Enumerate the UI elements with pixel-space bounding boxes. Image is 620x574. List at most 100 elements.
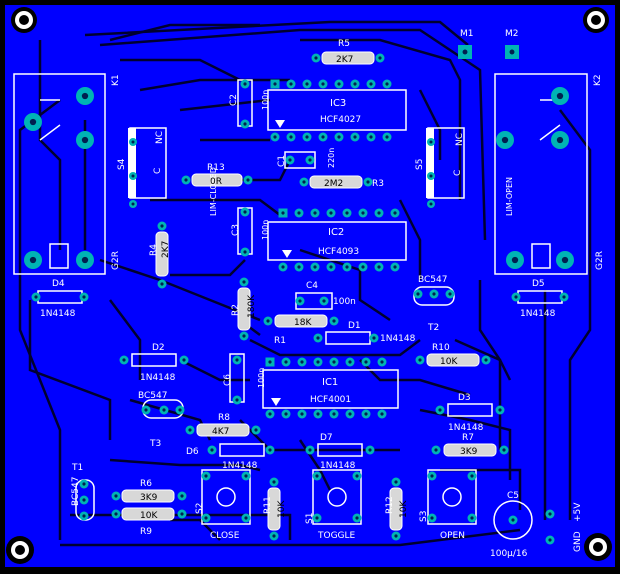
label-d2-value: 1N4148 xyxy=(140,373,176,383)
pad-hole xyxy=(162,408,166,412)
pad-hole xyxy=(321,135,325,139)
pad-hole xyxy=(322,299,326,303)
label-c2: C2 xyxy=(229,94,239,106)
label-open: OPEN xyxy=(440,531,465,541)
label-c5: C5 xyxy=(507,491,519,501)
pad-hole xyxy=(82,482,86,486)
pushbutton-s1 xyxy=(312,469,362,525)
pad-hole xyxy=(548,512,552,516)
pad-hole xyxy=(114,512,118,516)
pad-hole xyxy=(235,398,239,402)
pad-hole xyxy=(361,211,365,215)
pad-hole xyxy=(313,211,317,215)
pad-hole xyxy=(235,358,239,362)
pad-hole xyxy=(281,211,285,215)
label-r10-value: 10K xyxy=(440,357,458,367)
label-s1: S1 xyxy=(305,513,315,524)
pad-hole xyxy=(509,49,515,55)
label-d6: D6 xyxy=(186,447,199,457)
label-r5: R5 xyxy=(338,39,350,49)
pad-hole xyxy=(380,360,384,364)
pad-hole xyxy=(355,474,359,478)
pad-hole xyxy=(34,295,38,299)
pad-hole xyxy=(131,174,135,178)
pad-hole xyxy=(548,538,552,542)
pad-hole xyxy=(385,135,389,139)
label-c4-value: 100n xyxy=(333,297,356,307)
pad-hole xyxy=(429,174,433,178)
label-d3: D3 xyxy=(458,393,471,403)
pad-hole xyxy=(29,256,37,264)
label-r6: R6 xyxy=(140,479,152,489)
label-r3-value: 2M2 xyxy=(324,179,343,189)
label-lim-open: LIM-OPEN xyxy=(505,177,514,216)
pad-hole xyxy=(210,448,214,452)
pad-hole xyxy=(302,180,306,184)
pad-hole xyxy=(366,180,370,184)
pad-hole xyxy=(429,140,433,144)
pad-hole xyxy=(305,82,309,86)
pad-hole xyxy=(434,448,438,452)
label-ic1-value: HCF4001 xyxy=(310,395,351,405)
pad-hole xyxy=(561,256,569,264)
ic3-outline xyxy=(267,89,407,131)
pad-hole xyxy=(122,358,126,362)
pad-hole xyxy=(268,448,272,452)
pad-hole xyxy=(242,334,246,338)
ic1-outline xyxy=(262,369,399,409)
pad-hole xyxy=(243,210,247,214)
label-k2: K2 xyxy=(593,74,603,86)
label-g2r-k1: G2R xyxy=(111,251,121,270)
label-r2-value: 180K xyxy=(247,294,257,318)
pad-hole xyxy=(246,178,250,182)
pad-hole xyxy=(377,211,381,215)
label-c1-value: 220n xyxy=(327,148,336,168)
pad-hole xyxy=(243,250,247,254)
pad-hole xyxy=(131,140,135,144)
pad-hole xyxy=(82,295,86,299)
pad-hole xyxy=(144,408,148,412)
pad-hole xyxy=(348,412,352,416)
pad-hole xyxy=(353,135,357,139)
label-d1-value: 1N4148 xyxy=(380,334,416,344)
pad-hole xyxy=(289,135,293,139)
label-ic3: IC3 xyxy=(330,98,346,109)
label-d4-value: 1N4148 xyxy=(40,309,76,319)
pad-hole xyxy=(273,135,277,139)
label-r8-value: 4K7 xyxy=(212,427,229,437)
label-c3: C3 xyxy=(231,224,241,236)
label-r6-value: 3K9 xyxy=(140,493,158,503)
pad-hole xyxy=(332,360,336,364)
pad-hole xyxy=(289,82,293,86)
pad-hole xyxy=(418,358,422,362)
label-r12-value: 10K xyxy=(399,500,409,518)
pad-hole xyxy=(470,474,474,478)
pad-hole xyxy=(369,82,373,86)
label-s5: S5 xyxy=(415,159,425,170)
label-s4-nc: NC xyxy=(155,131,165,144)
pad-hole xyxy=(337,82,341,86)
pad-hole xyxy=(297,265,301,269)
pad-hole xyxy=(160,224,164,228)
silkscreen-labels: R5 2K7 M1 M2 K1 K2 C2 100n IC3 HCF4027 N… xyxy=(40,29,605,559)
label-d2: D2 xyxy=(152,343,165,353)
label-r9-value: 10K xyxy=(140,511,158,521)
label-r2: R2 xyxy=(231,304,241,316)
label-k1: K1 xyxy=(111,74,121,86)
label-s5-nc: NC xyxy=(455,133,465,146)
pad-hole xyxy=(348,360,352,364)
label-r3: R3 xyxy=(372,179,384,189)
pad-hole xyxy=(372,336,376,340)
mounting-holes xyxy=(6,7,612,564)
pad-hole xyxy=(368,448,372,452)
label-c1: C1 xyxy=(277,155,287,167)
pad-hole xyxy=(82,498,86,502)
label-bc547-t2: BC547 xyxy=(418,275,447,285)
pad-hole xyxy=(337,135,341,139)
pad-hole xyxy=(361,265,365,269)
label-c6: C6 xyxy=(223,374,233,386)
pad-hole xyxy=(556,92,564,100)
pad-hole xyxy=(315,516,319,520)
pad-hole xyxy=(393,211,397,215)
label-plus5v: +5V xyxy=(573,502,583,522)
